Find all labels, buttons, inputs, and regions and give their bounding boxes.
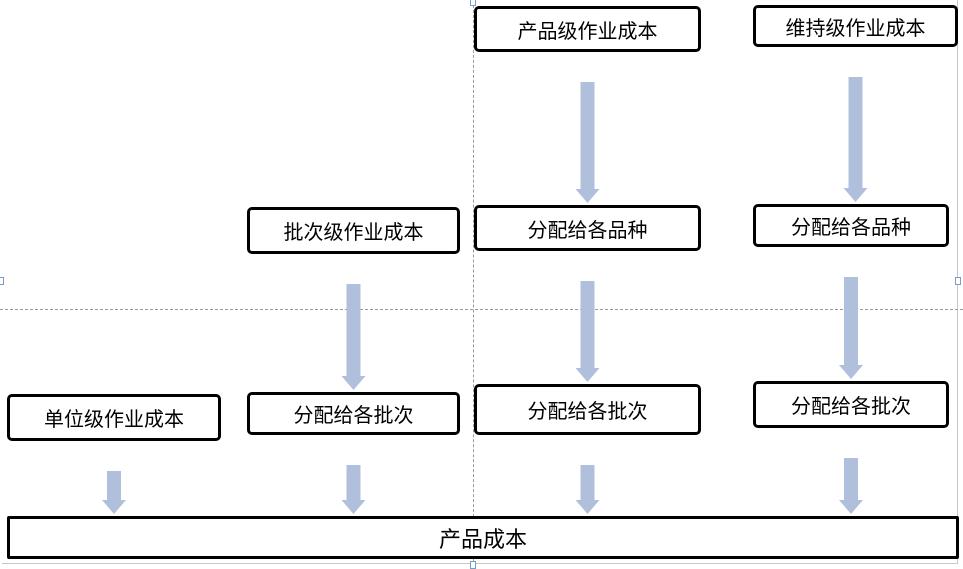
flow-arrow-maintenance_level_cost-to-maintenance_alloc_varieties: [843, 77, 868, 202]
box-label: 分配给各品种: [527, 217, 648, 242]
box-label: 单位级作业成本: [44, 407, 184, 431]
box-batch-level-activity-cost[interactable]: 批次级作业成本: [247, 207, 460, 254]
box-maintenance-allocate-to-varieties[interactable]: 分配给各品种: [753, 204, 949, 247]
box-label: 分配给各批次: [293, 403, 414, 427]
box-label: 维持级作业成本: [785, 15, 926, 40]
flow-arrow-batch_level_cost-to-batch_alloc_batches: [341, 284, 366, 390]
box-product-cost[interactable]: 产品成本: [7, 516, 959, 559]
box-product-allocate-to-varieties[interactable]: 分配给各品种: [474, 205, 701, 251]
box-label: 产品成本: [438, 527, 527, 553]
vertical-guide-line: [473, 0, 474, 567]
box-label: 批次级作业成本: [283, 220, 424, 244]
box-label: 分配给各品种: [791, 215, 911, 239]
flow-arrow-batch_alloc_batches-to-product_cost: [341, 465, 366, 514]
box-label: 分配给各批次: [791, 394, 911, 418]
flow-arrow-product_alloc_batches-to-product_cost: [575, 465, 600, 514]
horizontal-guide-line: [0, 309, 963, 310]
box-batch-allocate-to-batches[interactable]: 分配给各批次: [247, 392, 460, 435]
box-unit-level-activity-cost[interactable]: 单位级作业成本: [7, 394, 221, 441]
box-label: 分配给各批次: [527, 399, 648, 423]
flow-arrow-maintenance_alloc_batches-to-product_cost: [839, 458, 863, 514]
selection-handle-top[interactable]: [470, 0, 476, 6]
flow-arrow-product_level_cost-to-product_alloc_varieties: [575, 82, 600, 203]
selection-handle-right[interactable]: [955, 277, 961, 285]
box-product-level-activity-cost[interactable]: 产品级作业成本: [474, 6, 701, 52]
flow-arrow-unit_level_cost-to-product_cost: [102, 471, 126, 514]
box-maintenance-level-activity-cost[interactable]: 维持级作业成本: [753, 5, 958, 47]
box-label: 产品级作业成本: [517, 18, 658, 43]
box-product-allocate-to-batches[interactable]: 分配给各批次: [474, 384, 701, 435]
flow-arrow-product_alloc_varieties-to-product_alloc_batches: [575, 281, 600, 382]
selection-handle-left[interactable]: [0, 277, 4, 285]
box-maintenance-allocate-to-batches[interactable]: 分配给各批次: [753, 381, 949, 428]
flow-arrow-maintenance_alloc_varieties-to-maintenance_alloc_batches: [839, 277, 863, 379]
